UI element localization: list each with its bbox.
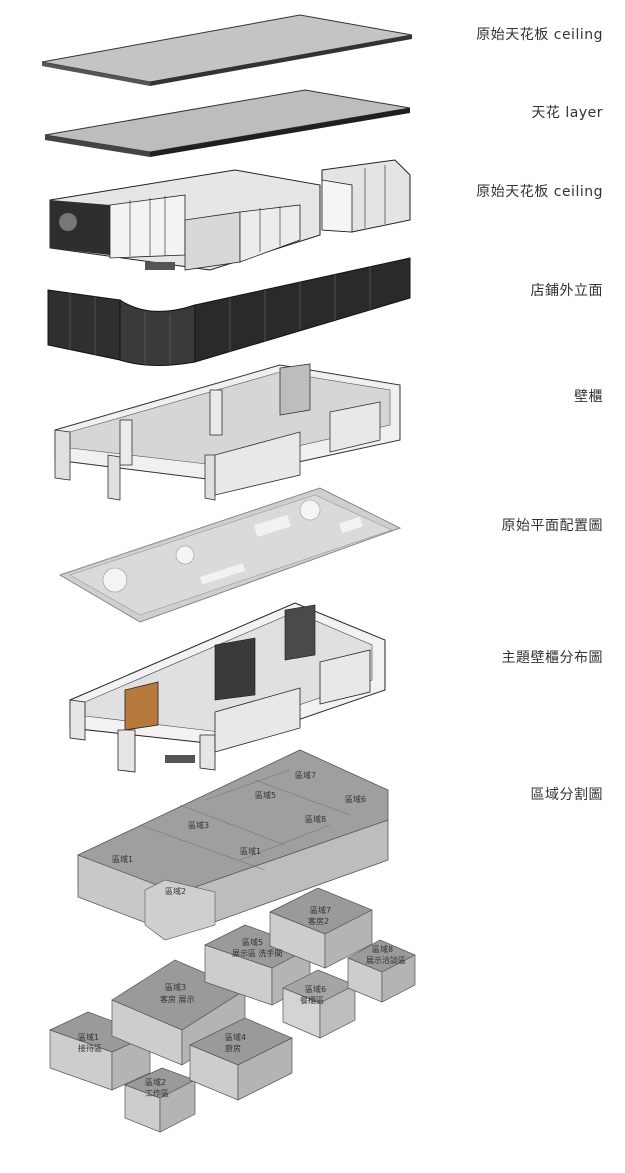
layer-label-shop-facade: 店鋪外立面 [530,283,603,299]
layer-label-themed-cabinet: 主題壁櫃分布圖 [501,650,603,666]
wall-cabinets-model [54,363,401,501]
zone-top-label-1: 區域1 [112,854,133,864]
zone-top-label-2: 區域2 [165,886,186,896]
zone-top-label-7: 區域7 [295,770,316,780]
shop-facade-model [47,257,411,367]
layer-label-ceiling-layer: 天花 layer [531,105,603,121]
zone-bottom-label-6: 區域6 [305,984,326,994]
zone-bottom-sub-7: 客房2 [308,916,329,926]
themed-cabinet-model [69,602,386,773]
zone-bottom-label-5: 區域5 [242,937,263,947]
layer-label-original-ceiling-2: 原始天花板 ceiling [476,184,603,200]
zone-blocks-top: 區域1 區域2 區域3 區域1 區域5 區域6 區域7 區域8 [77,749,389,941]
zone-bottom-sub-8: 展示洽談區 [366,955,406,965]
zone-top-label-8: 區域8 [305,814,326,824]
zone-bottom-label-8: 區域8 [372,944,393,954]
zone-bottom-sub-5: 展示區 洗手間 [232,948,283,958]
zone-blocks-bottom: 區域1 接待區 區域2 工作區 區域3 客房 展示 區域4 廚房 區域5 展示區… [49,887,416,1133]
zone-bottom-label-2: 區域2 [145,1077,166,1087]
layer-label-zone-division: 區域分割圖 [530,787,603,803]
zone-bottom-sub-6: 餐櫃區 [300,995,324,1005]
layer-label-wall-cabinet: 壁櫃 [574,389,603,405]
ceiling-slab-original [41,14,413,86]
zone-bottom-label-4: 區域4 [225,1032,246,1042]
layer-label-original-ceiling: 原始天花板 ceiling [476,27,603,43]
zone-bottom-sub-1: 接待區 [78,1043,102,1053]
zone-bottom-label-1: 區域1 [78,1032,99,1042]
zone-top-label-6: 區域6 [345,794,366,804]
ceiling-layer-slab [44,89,411,157]
zone-bottom-sub-2: 工作區 [145,1088,169,1098]
layer-label-original-floor-plan: 原始平面配置圖 [501,518,603,534]
round-window-icon [59,213,77,231]
zone-top-label-4: 區域1 [240,846,261,856]
zone-top-label-3: 區域3 [188,820,209,830]
ceiling-partitions-model [49,159,411,271]
zone-bottom-sub-4: 廚房 [225,1043,241,1053]
zone-bottom-label-3: 區域3 [165,982,186,992]
zone-bottom-sub-3: 客房 展示 [160,994,195,1004]
original-floor-plan [58,487,402,623]
zone-bottom-label-7: 區域7 [310,905,331,915]
zone-top-label-5: 區域5 [255,790,276,800]
